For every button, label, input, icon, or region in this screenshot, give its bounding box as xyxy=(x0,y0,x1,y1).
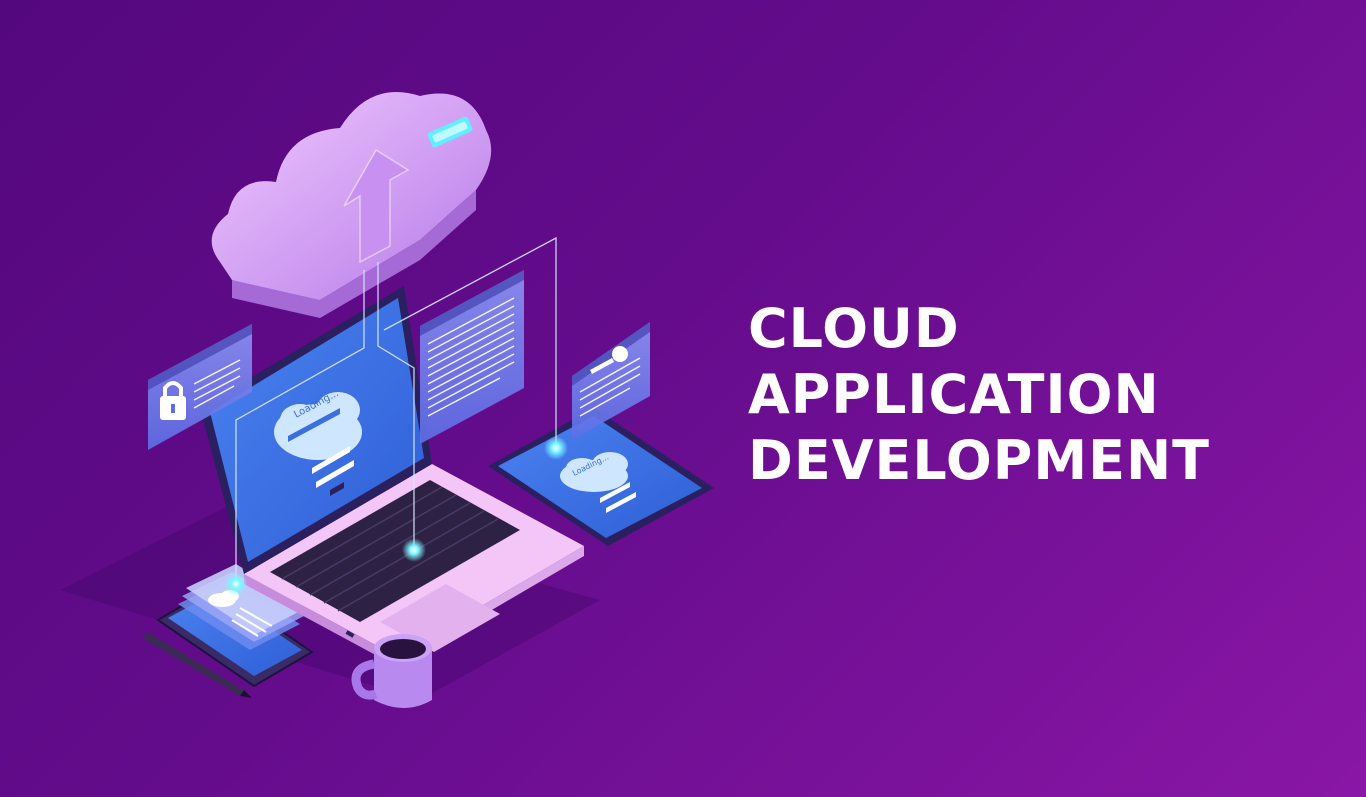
title-line-3: DEVELOPMENT xyxy=(748,429,1211,492)
lock-icon xyxy=(160,381,186,420)
page-title: CLOUD APPLICATION DEVELOPMENT xyxy=(748,296,1210,494)
connector-lines xyxy=(235,236,557,584)
key-panel xyxy=(572,322,650,440)
coffee-cup-icon xyxy=(351,634,432,708)
upload-arrow-icon xyxy=(343,148,410,264)
title-line-2: APPLICATION xyxy=(748,363,1160,426)
cloud-icon xyxy=(211,92,492,318)
laptop-icon: Loading... xyxy=(200,286,584,666)
glow-dots xyxy=(224,436,568,596)
phone-icon xyxy=(156,564,314,688)
key-icon xyxy=(590,346,628,374)
document-panel xyxy=(420,270,524,444)
title-line-1: CLOUD xyxy=(748,297,960,360)
lock-panel xyxy=(148,324,252,450)
pen-icon xyxy=(142,632,252,698)
laptop-screen-cloud: Loading... xyxy=(274,388,362,460)
